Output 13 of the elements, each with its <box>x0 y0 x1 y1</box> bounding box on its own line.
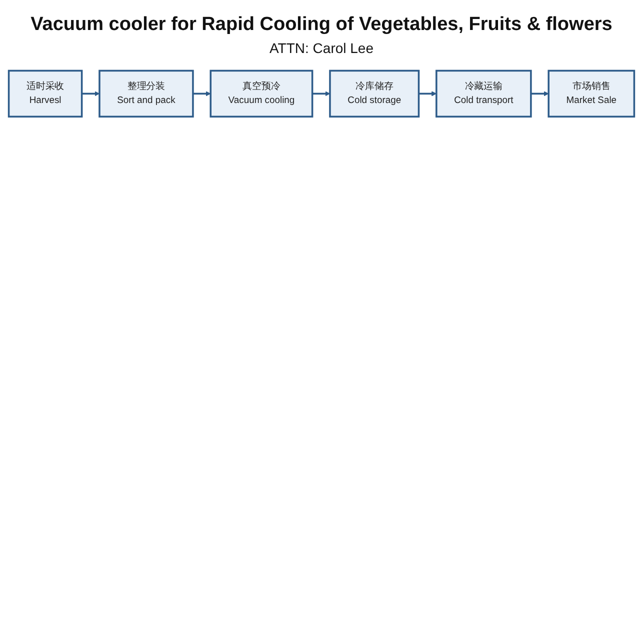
node-box: 真空预冷 Vacuum cooling <box>210 70 314 118</box>
contact-note: ATTN: Carol Lee <box>268 40 374 56</box>
node-box: 冷库储存 Cold storage <box>329 70 420 118</box>
node-box: 冷藏运输 Cold transport <box>436 70 532 118</box>
arrow <box>530 91 549 96</box>
arrow <box>312 91 330 96</box>
node-box: 适时采收 Harvesl <box>8 70 83 118</box>
diagram-title: Vacuum cooler for Rapid Cooling of Vegetables, Fruits & flowers <box>30 14 614 36</box>
arrow <box>192 91 211 96</box>
node-box: 市场销售 Market Sale <box>548 70 636 118</box>
node-box: 整理分装 Sort and pack <box>98 70 194 118</box>
arrow <box>82 91 100 96</box>
arrow <box>418 91 437 96</box>
